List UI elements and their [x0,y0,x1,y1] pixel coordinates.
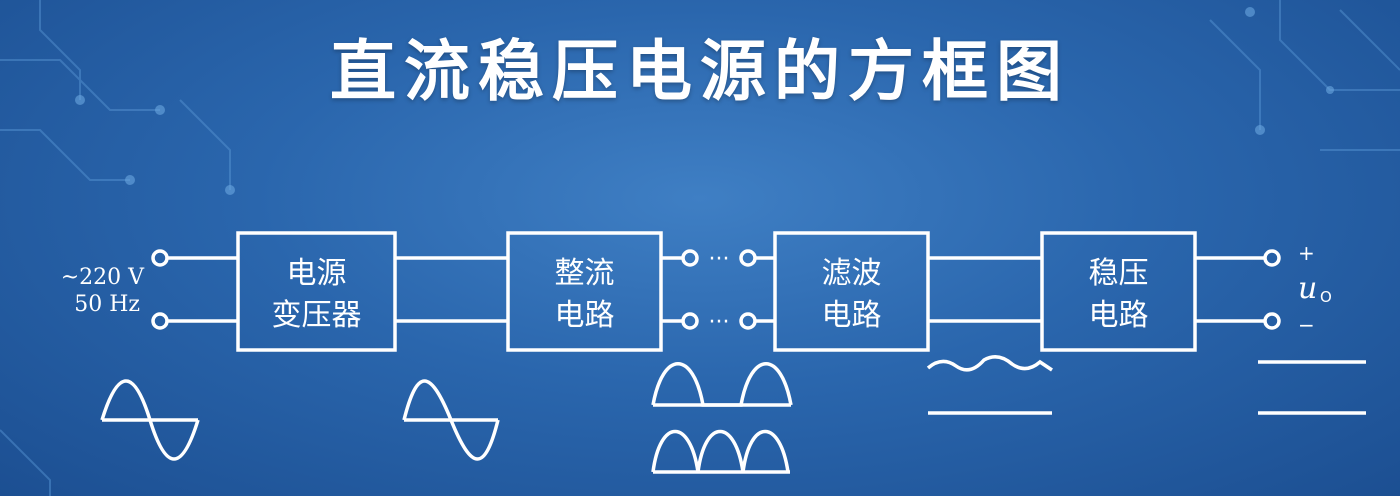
block-rectifier-label-1: 整流 [555,256,615,291]
block-rectifier-label-2: 电路 [555,298,615,333]
page-title: 直流稳压电源的方框图 [330,33,1070,110]
output-plus-sign: + [1298,241,1315,265]
block-transformer-label-1: 电源 [287,256,347,291]
block-filter [773,231,930,352]
block-filter-label-1: 滤波 [822,256,882,291]
connector-dots-top: ··· [709,247,730,272]
block-rectifier [506,231,663,352]
waveform-halfwave [651,362,793,407]
rectifier-out-terminal-top [681,249,699,267]
block-transformer [236,231,397,352]
input-terminal-bottom [151,312,169,330]
block-regulator-label-1: 稳压 [1089,256,1149,291]
output-terminal-top [1263,249,1281,267]
output-voltage-symbol: u [1298,271,1317,306]
connector-dots-bottom: ··· [709,310,730,335]
input-frequency-label: 50 Hz [74,292,140,317]
filter-in-terminal-top [739,249,757,267]
input-voltage-label: ~220 V [61,265,145,290]
waveform-filtered-ripple [926,355,1053,372]
block-regulator [1040,231,1197,352]
block-regulator-label-2: 电路 [1089,298,1149,333]
waveform-fullwave [651,429,790,473]
block-transformer-label-2: 变压器 [272,298,362,333]
input-terminal-top [151,249,169,267]
block-filter-label-2: 电路 [822,298,882,333]
filter-in-terminal-bottom [739,312,757,330]
output-minus-sign: − [1298,313,1315,337]
rectifier-out-terminal-bottom [681,312,699,330]
output-voltage-subscript: O [1320,288,1332,306]
output-terminal-bottom [1263,312,1281,330]
